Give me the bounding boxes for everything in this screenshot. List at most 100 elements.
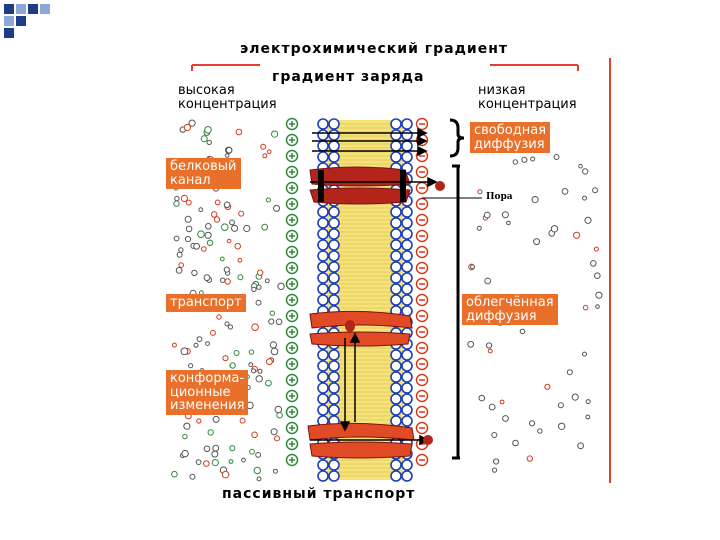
phospholipid-head xyxy=(329,361,339,371)
plus-ion-icon xyxy=(287,199,298,210)
molecule xyxy=(257,285,261,289)
molecule xyxy=(204,446,210,452)
phospholipid-head xyxy=(402,361,412,371)
molecule xyxy=(220,257,224,261)
molecule xyxy=(213,416,219,422)
phospholipid-head xyxy=(391,207,401,217)
transport-box: транспорт xyxy=(166,294,246,312)
free-diffusion-box: свободная диффузия xyxy=(470,122,550,153)
molecule xyxy=(228,325,232,329)
phospholipid-head xyxy=(391,141,401,151)
molecule xyxy=(586,400,590,404)
phospholipid-head xyxy=(318,240,328,250)
molecule xyxy=(562,189,568,195)
phospholipid-head xyxy=(402,152,412,162)
phospholipid-head xyxy=(318,284,328,294)
plus-ion-icon xyxy=(287,311,298,322)
plus-ion-icon xyxy=(287,119,298,130)
molecule xyxy=(522,157,527,162)
molecule xyxy=(520,329,525,334)
phospholipid-head xyxy=(318,251,328,261)
molecule xyxy=(197,419,201,423)
molecule xyxy=(212,460,218,466)
molecule xyxy=(181,348,188,355)
molecule xyxy=(197,337,202,342)
phospholipid-head xyxy=(391,152,401,162)
molecule xyxy=(489,404,495,410)
molecule xyxy=(494,459,499,464)
phospholipid-head xyxy=(391,240,401,250)
molecule xyxy=(558,403,563,408)
molecule xyxy=(583,305,588,310)
molecule xyxy=(235,243,241,249)
molecule xyxy=(265,279,269,283)
phospholipid-head xyxy=(402,273,412,283)
molecule xyxy=(184,423,190,429)
molecule xyxy=(198,231,205,238)
phospholipid-head xyxy=(391,262,401,272)
molecule xyxy=(485,278,491,284)
phospholipid-head xyxy=(329,295,339,305)
phospholipid-head xyxy=(402,350,412,360)
molecule xyxy=(270,311,274,315)
molecule xyxy=(256,300,261,305)
molecule xyxy=(229,460,233,464)
molecule xyxy=(206,224,212,230)
phospholipid-head xyxy=(329,394,339,404)
molecule xyxy=(468,341,474,347)
phospholipid-head xyxy=(402,394,412,404)
molecule xyxy=(583,196,587,200)
molecule xyxy=(179,263,184,268)
phospholipid-head xyxy=(391,460,401,470)
molecule xyxy=(507,221,511,225)
molecule xyxy=(270,342,276,348)
molecule xyxy=(538,429,542,433)
molecule xyxy=(258,369,262,373)
phospholipid-head xyxy=(329,119,339,129)
phospholipid-head xyxy=(391,229,401,239)
right-brace xyxy=(450,120,464,458)
molecule xyxy=(478,190,482,194)
phospholipid-head xyxy=(402,460,412,470)
passive-transport-caption: пассивный транспорт xyxy=(222,486,415,502)
plus-ion-icon xyxy=(287,167,298,178)
phospholipid-head xyxy=(318,262,328,272)
molecule xyxy=(192,270,197,275)
phospholipid-head xyxy=(402,119,412,129)
molecule xyxy=(487,343,492,348)
plus-ion-icon xyxy=(287,391,298,402)
molecule xyxy=(271,348,278,355)
molecule xyxy=(534,239,540,245)
molecule xyxy=(585,217,591,223)
molecule xyxy=(583,352,587,356)
phospholipid-head xyxy=(318,471,328,481)
corner-square xyxy=(40,4,50,14)
molecule xyxy=(186,226,192,232)
molecule xyxy=(190,474,195,479)
phospholipid-head xyxy=(329,460,339,470)
molecule xyxy=(230,220,235,225)
molecule xyxy=(513,440,519,446)
phospholipid-head xyxy=(329,251,339,261)
molecule xyxy=(274,205,280,211)
molecule xyxy=(254,467,260,473)
phospholipid-head xyxy=(318,372,328,382)
phospholipid-head xyxy=(402,284,412,294)
molecule xyxy=(276,319,282,325)
molecule xyxy=(532,197,538,203)
molecule xyxy=(596,305,600,309)
plus-ion-icon xyxy=(287,247,298,258)
plus-ion-icon xyxy=(287,359,298,370)
minus-ion-icon xyxy=(417,199,428,210)
molecule xyxy=(211,212,217,218)
phospholipid-head xyxy=(329,152,339,162)
phospholipid-head xyxy=(391,416,401,426)
molecule xyxy=(502,212,508,218)
low-concentration-label: низкая концентрация xyxy=(478,84,577,111)
plus-ion-icon xyxy=(287,215,298,226)
molecule xyxy=(205,127,212,134)
molecule xyxy=(182,450,188,456)
molecule xyxy=(257,477,261,481)
molecule xyxy=(232,225,238,231)
molecule xyxy=(207,240,212,245)
